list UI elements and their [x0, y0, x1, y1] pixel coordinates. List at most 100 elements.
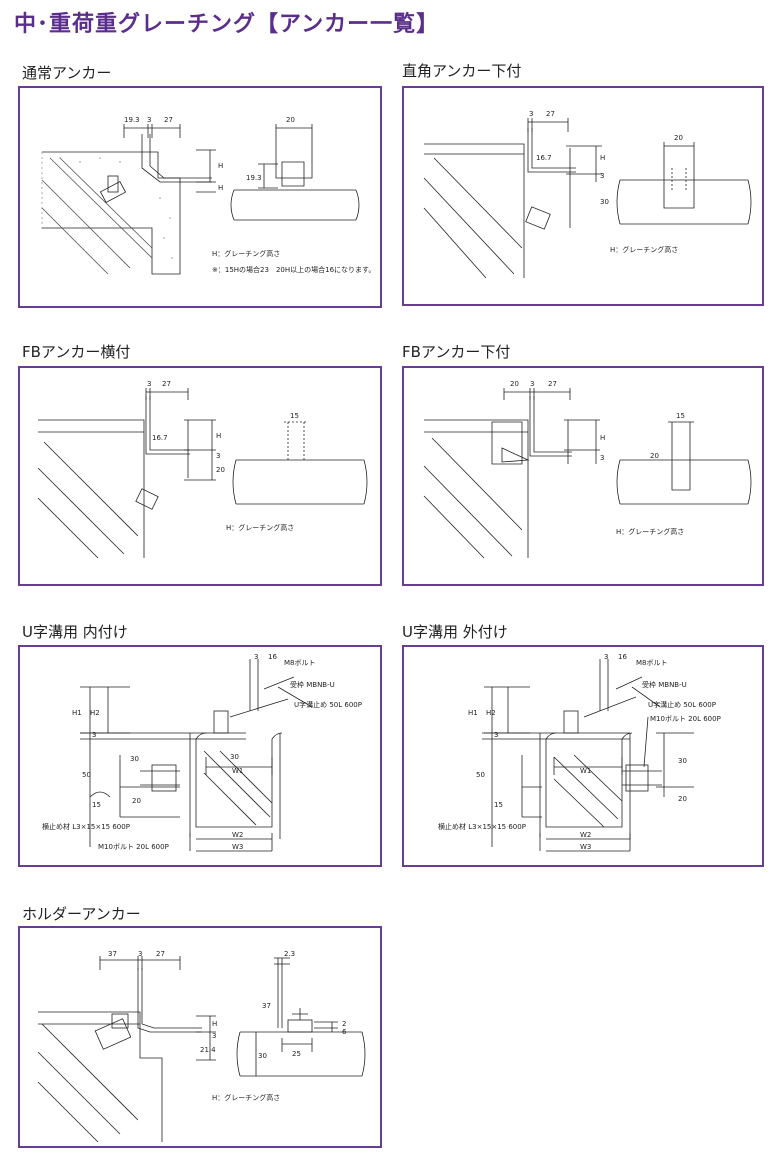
dim-label: 3	[600, 172, 604, 180]
drawing-fb-under: 20 3 27 15 H 3 20 H：グレーチング高さ	[423, 380, 752, 559]
dim-label: 3	[216, 452, 220, 460]
dim-label: H	[600, 434, 605, 442]
panel-right-angle-under: 3 27 20 16.7 H 3 30 H：グレーチング高さ	[402, 86, 764, 306]
dim-label: 30	[130, 755, 139, 763]
dim-label: 3	[147, 380, 151, 388]
dim-label: 3	[147, 116, 151, 124]
note-text: U字溝止め 50L 600P	[294, 700, 362, 709]
dim-label: 15	[290, 412, 299, 420]
note-text: H：グレーチング高さ	[212, 1093, 280, 1102]
drawing-u-ditch-inner: 3 16 H1 H2 3 50 30 15 20 30 W1 W2 W3 M8ボ…	[42, 653, 362, 852]
panel-fb-under: 20 3 27 15 H 3 20 H：グレーチング高さ	[402, 366, 764, 586]
dim-label: 20	[510, 380, 519, 388]
dim-label: 3	[92, 731, 96, 739]
panel-caption-holder-anchor: ホルダーアンカー	[22, 905, 141, 923]
dim-label: 27	[162, 380, 171, 388]
dim-label: 19.3	[124, 116, 140, 124]
dim-label: 2.3	[284, 950, 295, 958]
note-text: M8ボルト	[284, 659, 316, 667]
panel-standard-anchor: 19.3 3 27 20 H H 19.3 H：グレーチング高さ ※：15Hの場…	[18, 86, 382, 308]
dim-label: 15	[494, 801, 503, 809]
dim-label: H1	[468, 709, 478, 717]
dim-label: 3	[604, 653, 608, 661]
panel-caption-u-ditch-outer: U字溝用 外付け	[402, 623, 508, 641]
drawing-fb-side: 3 27 15 16.7 H 3 20 H：グレーチング高さ	[37, 380, 368, 559]
note-text: H：グレーチング高さ	[212, 249, 280, 258]
dim-label: H2	[486, 709, 496, 717]
panel-u-ditch-inner: 3 16 H1 H2 3 50 30 15 20 30 W1 W2 W3 M8ボ…	[18, 645, 382, 867]
note-text: H：グレーチング高さ	[226, 523, 294, 532]
note-text: H：グレーチング高さ	[610, 245, 678, 254]
dim-label: W1	[580, 767, 591, 775]
dim-label: 20	[674, 134, 683, 142]
dim-label: 30	[230, 753, 239, 761]
note-text: M8ボルト	[636, 659, 668, 667]
dim-label: 37	[108, 950, 117, 958]
dim-label: H	[216, 432, 221, 440]
dim-label: H	[218, 184, 223, 192]
panel-caption-right-angle-under: 直角アンカー下付	[402, 62, 522, 80]
dim-label: W3	[232, 843, 243, 851]
dim-label: 30	[678, 757, 687, 765]
dim-label: 6	[342, 1028, 347, 1036]
note-text: 横止め材 L3×15×15 600P	[438, 822, 526, 831]
panel-caption-fb-side: FBアンカー横付	[22, 343, 131, 361]
panel-caption-fb-under: FBアンカー下付	[402, 343, 511, 361]
dim-label: 20	[132, 797, 141, 805]
dim-label: H2	[90, 709, 100, 717]
note-text: 受枠 MBNB-U	[290, 680, 335, 689]
dim-label: 15	[676, 412, 685, 420]
note-text: M10ボルト 20L 600P	[650, 715, 721, 723]
dim-label: 20	[286, 116, 295, 124]
dim-label: 15	[92, 801, 101, 809]
dim-label: 25	[292, 1050, 301, 1058]
dim-label: 3	[529, 110, 533, 118]
dim-label: 16	[618, 653, 627, 661]
dim-label: 3	[530, 380, 534, 388]
note-text: 受枠 MBNB-U	[642, 680, 687, 689]
dim-label: W2	[232, 831, 243, 839]
dim-label: 50	[476, 771, 485, 779]
dim-label: 16	[268, 653, 277, 661]
panel-holder-anchor: 37 3 27 2.3 37 H 3 21.4 2 6 30 25 H：グレーチ…	[18, 926, 382, 1148]
page-title: 中･重荷重グレーチング【アンカー一覧】	[14, 12, 440, 37]
dim-label: 30	[258, 1052, 267, 1060]
note-text: H：グレーチング高さ	[616, 527, 684, 536]
dim-label: 50	[82, 771, 91, 779]
dim-label: 37	[262, 1002, 271, 1010]
dim-label: 27	[164, 116, 173, 124]
note-text: M10ボルト 20L 600P	[98, 843, 169, 851]
dim-label: 27	[156, 950, 165, 958]
dim-label: 16.7	[152, 434, 168, 442]
drawing-u-ditch-outer: 3 16 H1 H2 3 50 15 30 20 W1 W2 W3 M8ボルト …	[438, 653, 721, 852]
dim-label: 3	[138, 950, 142, 958]
dim-label: 19.3	[246, 174, 262, 182]
dim-label: W3	[580, 843, 591, 851]
dim-label: W1	[232, 767, 243, 775]
dim-label: 20	[216, 466, 225, 474]
dim-label: 3	[494, 731, 498, 739]
dim-label: H	[218, 162, 223, 170]
dim-label: 30	[600, 198, 609, 206]
note-text: ※：15Hの場合23 20H以上の場合16になります。	[212, 265, 375, 274]
dim-label: 27	[546, 110, 555, 118]
dim-label: 3	[212, 1032, 216, 1040]
panel-caption-standard-anchor: 通常アンカー	[22, 64, 112, 82]
dim-label: 3	[254, 653, 258, 661]
dim-label: H	[212, 1020, 217, 1028]
drawing-standard-anchor: 19.3 3 27 20 H H 19.3 H：グレーチング高さ ※：15Hの場…	[41, 116, 375, 275]
panel-u-ditch-outer: 3 16 H1 H2 3 50 15 30 20 W1 W2 W3 M8ボルト …	[402, 645, 764, 867]
drawing-right-angle-under: 3 27 20 16.7 H 3 30 H：グレーチング高さ	[423, 110, 752, 279]
note-text: 横止め材 L3×15×15 600P	[42, 822, 130, 831]
dim-label: W2	[580, 831, 591, 839]
note-text: U字溝止め 50L 600P	[648, 700, 716, 709]
dim-label: 16.7	[536, 154, 552, 162]
dim-label: 3	[600, 454, 604, 462]
dim-label: 21.4	[200, 1046, 216, 1054]
dim-label: 20	[678, 795, 687, 803]
panel-fb-side: 3 27 15 16.7 H 3 20 H：グレーチング高さ	[18, 366, 382, 586]
dim-label: H1	[72, 709, 82, 717]
dim-label: H	[600, 154, 605, 162]
dim-label: 2	[342, 1020, 346, 1028]
dim-label: 27	[548, 380, 557, 388]
